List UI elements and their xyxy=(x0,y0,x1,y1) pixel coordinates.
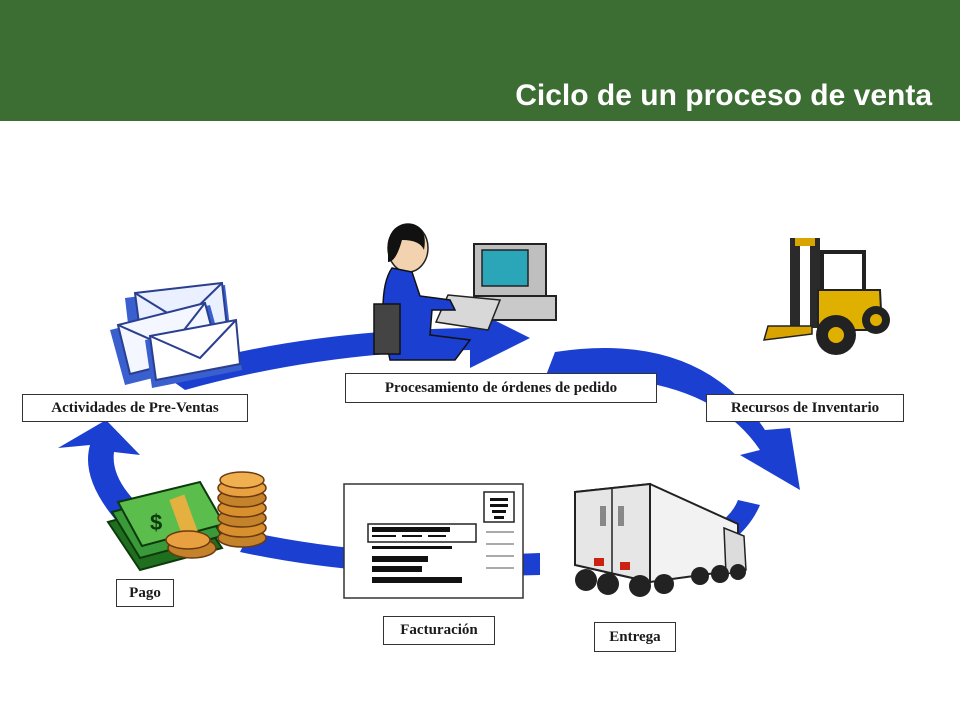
label-delivery: Entrega xyxy=(594,622,676,652)
delivery-truck-icon xyxy=(574,482,747,597)
label-pre-sales-activities: Actividades de Pre-Ventas xyxy=(22,394,248,422)
svg-text:$: $ xyxy=(150,510,162,535)
money-coins-icon: $ xyxy=(106,471,267,572)
label-order-processing: Procesamiento de órdenes de pedido xyxy=(345,373,657,403)
coin-stack xyxy=(217,471,267,548)
label-invoicing: Facturación xyxy=(383,616,495,645)
page-title: Ciclo de un proceso de venta xyxy=(515,79,932,112)
cycle-arrow-top-left xyxy=(160,308,530,390)
invoice-document-icon xyxy=(343,483,524,599)
label-payment: Pago xyxy=(116,579,174,607)
header-bar: Ciclo de un proceso de venta xyxy=(0,0,960,121)
cycle-arrow-left xyxy=(58,420,150,525)
computer-operator-icon xyxy=(373,223,557,361)
label-inventory-resources: Recursos de Inventario xyxy=(706,394,904,422)
forklift-icon xyxy=(762,238,890,355)
envelopes-icon xyxy=(110,281,242,388)
